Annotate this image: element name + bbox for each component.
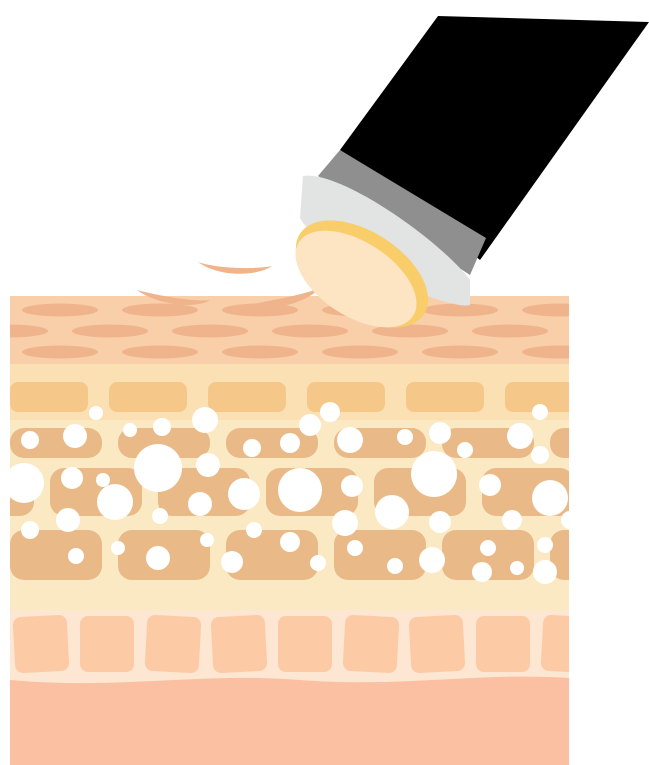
bubble xyxy=(280,433,300,453)
upper-cell xyxy=(406,382,484,412)
corneum-cell xyxy=(72,325,148,338)
basal-cell xyxy=(211,615,268,674)
corneum-cell xyxy=(422,346,498,359)
bubble xyxy=(146,546,170,570)
upper-cell xyxy=(604,382,649,412)
basal-cell xyxy=(13,615,70,674)
bubble xyxy=(387,558,403,574)
bubble xyxy=(347,540,363,556)
corneum-cell xyxy=(522,304,598,317)
corneum-cell xyxy=(272,325,348,338)
corneum-cell xyxy=(122,304,198,317)
bubble xyxy=(479,474,501,496)
bubble xyxy=(4,463,44,503)
bubble xyxy=(21,521,39,539)
bubble xyxy=(96,473,110,487)
bubble xyxy=(533,560,557,584)
bubble xyxy=(299,414,321,436)
bubble xyxy=(537,537,553,553)
bubble xyxy=(221,551,243,573)
basal-cell xyxy=(409,615,466,674)
bubble xyxy=(56,508,80,532)
bubble xyxy=(419,547,445,573)
upper-cell xyxy=(10,382,88,412)
bubble xyxy=(68,548,84,564)
corneum-cell xyxy=(472,325,548,338)
bubble xyxy=(134,444,182,492)
bubble xyxy=(152,508,168,524)
basal-cell xyxy=(145,615,202,674)
basal-cell xyxy=(80,616,134,672)
epidermis-cell xyxy=(334,530,426,580)
bubble xyxy=(320,402,340,422)
upper-cell xyxy=(307,382,385,412)
bubble xyxy=(228,478,260,510)
corneum-cell xyxy=(322,346,398,359)
exfoliation-device xyxy=(277,16,649,350)
bubble xyxy=(411,451,457,497)
bubble xyxy=(123,423,137,437)
corneum-cell xyxy=(22,346,98,359)
upper-cell xyxy=(109,382,187,412)
corneum-cell xyxy=(422,304,498,317)
bubble xyxy=(278,468,322,512)
bubble xyxy=(502,510,522,530)
bubble xyxy=(280,532,300,552)
corneum-cell xyxy=(22,304,98,317)
bubble xyxy=(63,424,87,448)
corneum-cell xyxy=(122,346,198,359)
skin-block xyxy=(0,296,649,765)
epidermis-cell xyxy=(550,530,642,580)
epidermis-cell xyxy=(590,468,649,516)
corneum-cell xyxy=(222,346,298,359)
epidermis-cell xyxy=(10,530,102,580)
basal-cell xyxy=(278,616,332,672)
bubble xyxy=(192,407,218,433)
bubble xyxy=(61,467,83,489)
bubble xyxy=(246,522,262,538)
bubble xyxy=(111,541,125,555)
bubble xyxy=(89,406,103,420)
bubble xyxy=(196,453,220,477)
basal-cell xyxy=(343,615,400,674)
bubble xyxy=(480,540,496,556)
bubble xyxy=(243,439,261,457)
bubble xyxy=(310,555,326,571)
bubble xyxy=(153,418,171,436)
bubble xyxy=(507,423,533,449)
bubble xyxy=(429,511,451,533)
bubble xyxy=(532,404,548,420)
bubble xyxy=(457,442,473,458)
corneum-cell xyxy=(622,304,649,317)
bubble xyxy=(397,429,413,445)
bubble xyxy=(97,484,133,520)
corneum-cell xyxy=(572,325,648,338)
bubble xyxy=(531,446,549,464)
basal-cell xyxy=(541,615,598,674)
upper-cell xyxy=(208,382,286,412)
basal-cell xyxy=(476,616,530,672)
corneum-cell xyxy=(172,325,248,338)
bubble xyxy=(200,533,214,547)
bubble xyxy=(532,480,568,516)
bubble xyxy=(21,431,39,449)
corneum-cell xyxy=(522,346,598,359)
corneum-cell xyxy=(622,346,649,359)
bubble xyxy=(561,511,579,529)
flake xyxy=(198,262,272,274)
bubble xyxy=(510,561,524,575)
bubble xyxy=(472,562,492,582)
bubble xyxy=(337,427,363,453)
bubble xyxy=(375,495,409,529)
epidermis-cell xyxy=(550,428,642,458)
bubble xyxy=(341,475,363,497)
bubble xyxy=(332,510,358,536)
bubble xyxy=(429,422,451,444)
bubble xyxy=(188,492,212,516)
basal-cells xyxy=(13,615,598,674)
